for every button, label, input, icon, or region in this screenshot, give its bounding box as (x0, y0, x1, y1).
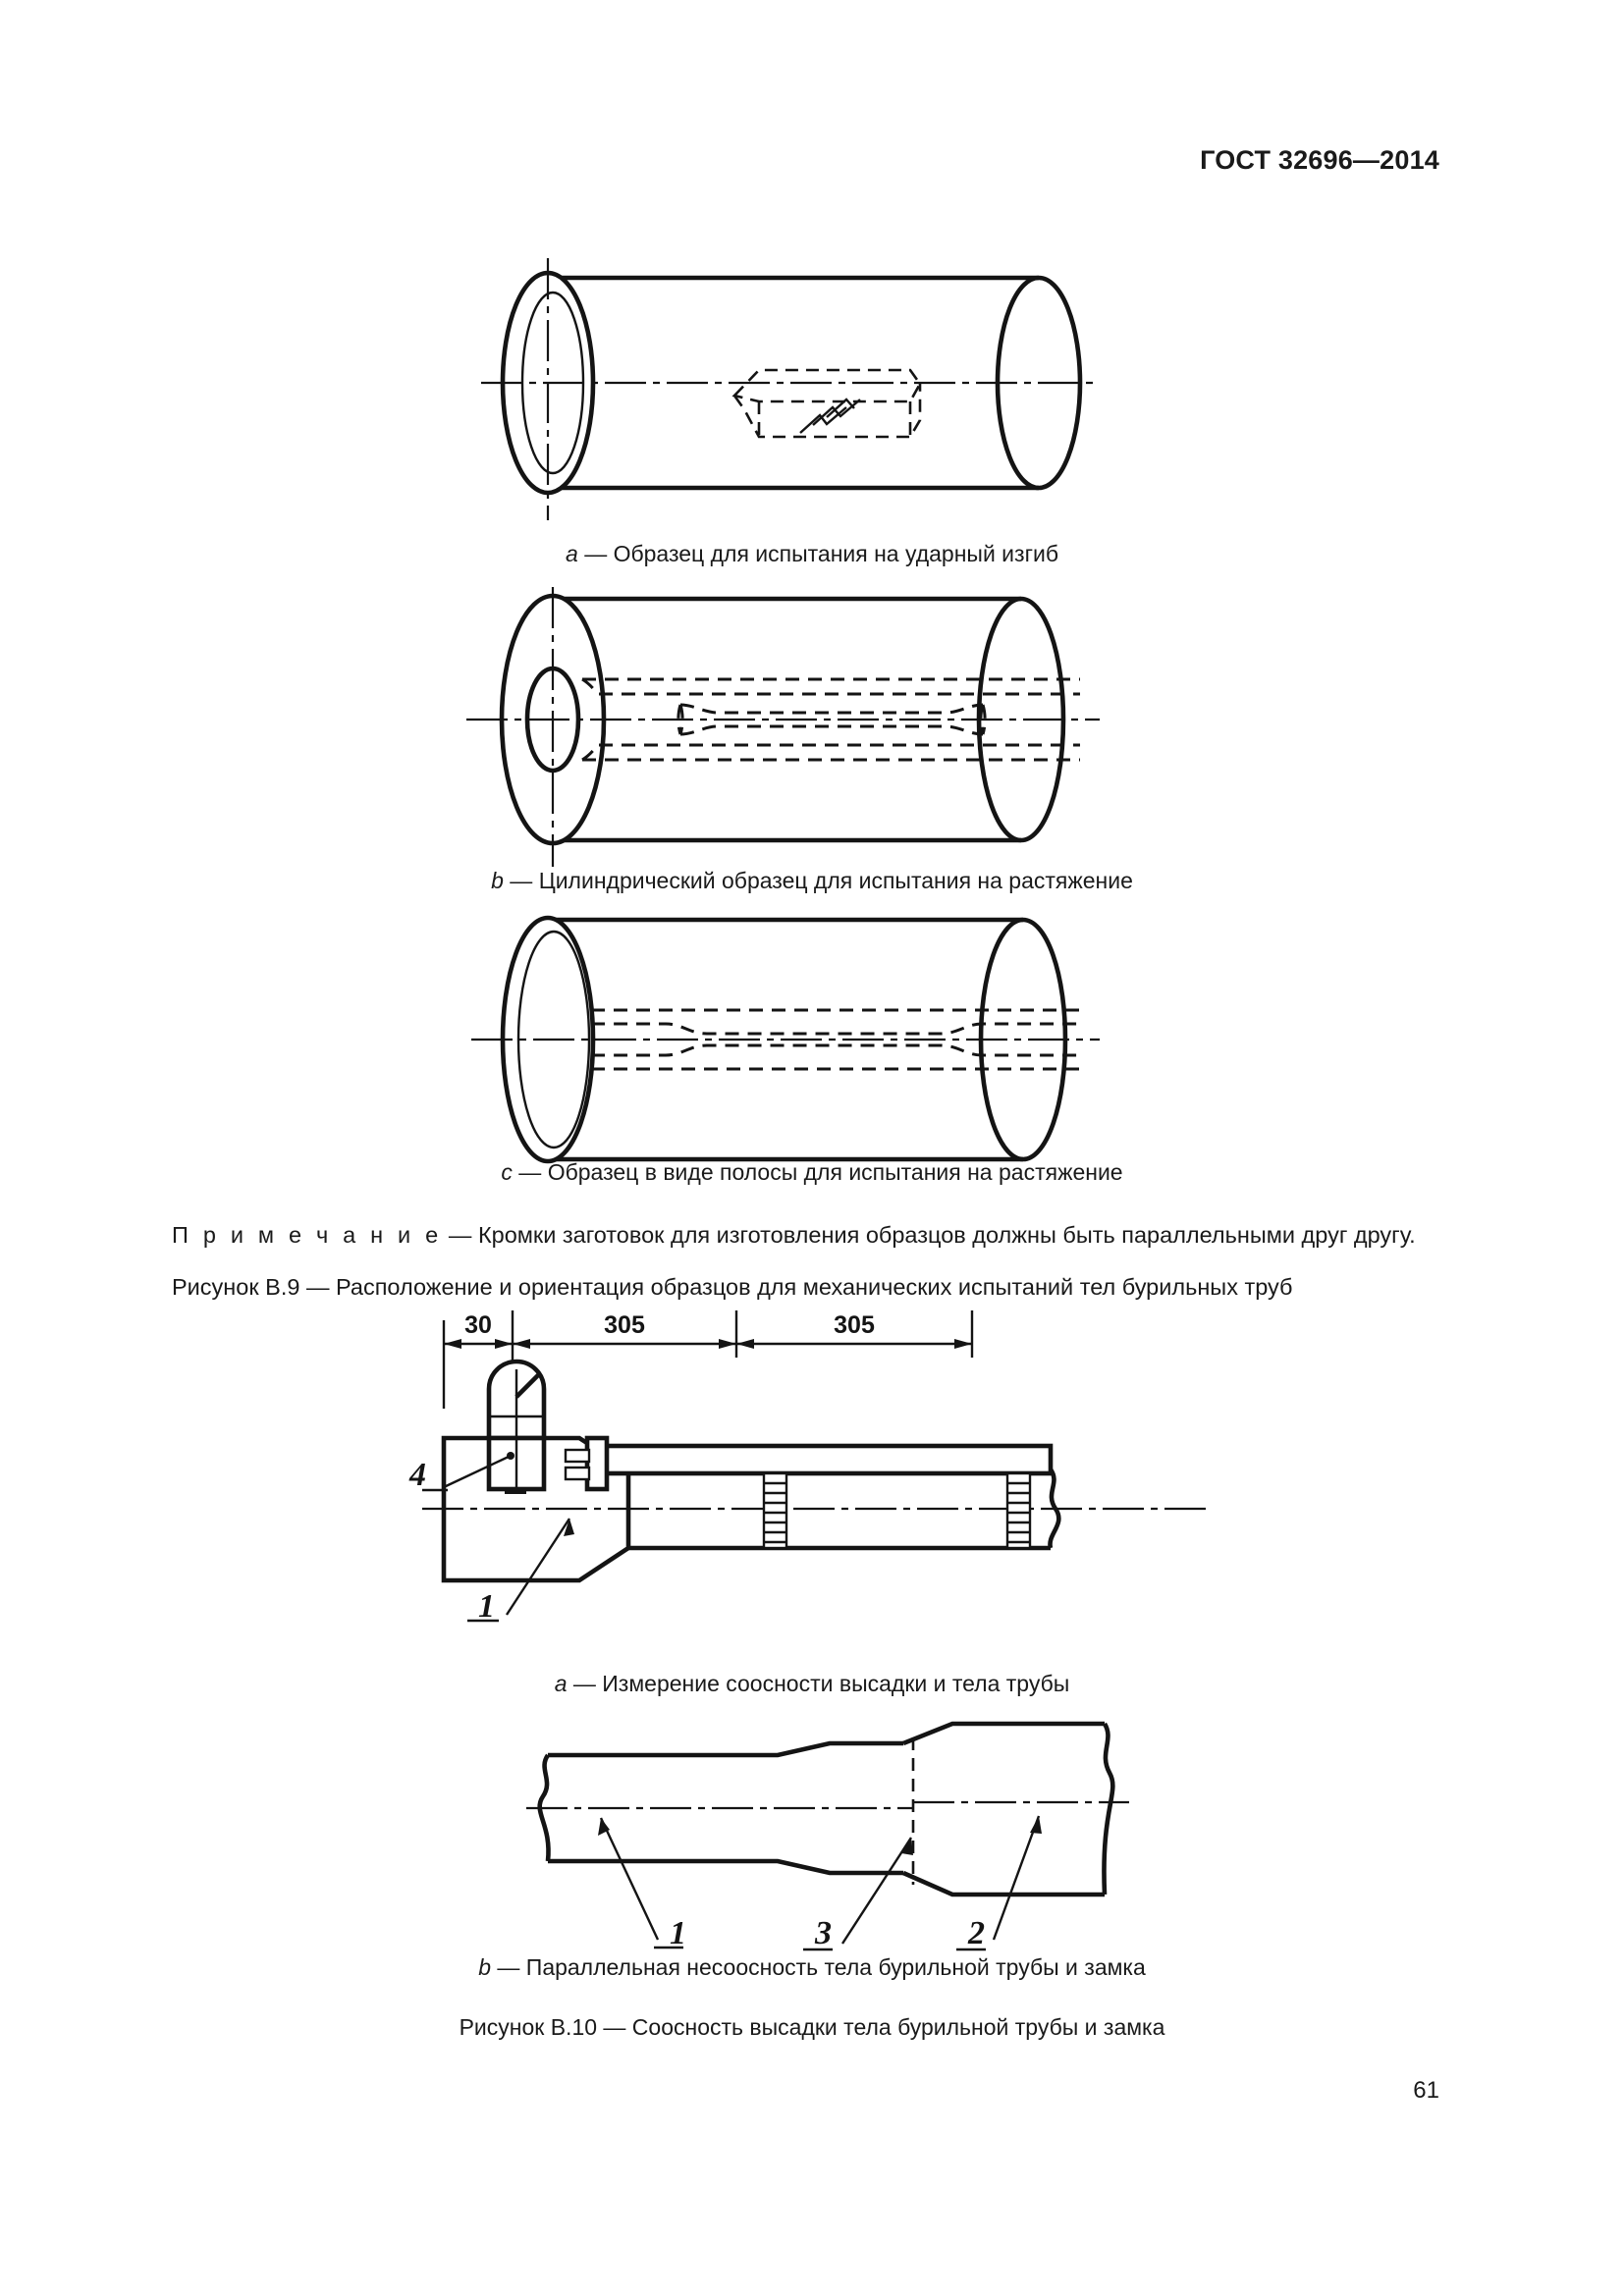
figure-b9-specimen-c-drawing (471, 908, 1100, 1188)
figure-b9-specimen-a-drawing (481, 240, 1100, 525)
caption-c-letter: c (501, 1159, 513, 1185)
caption-b10-a-text: Измерение соосности высадки и тела трубы (602, 1671, 1070, 1696)
figure-b9-caption-c: c — Образец в виде полосы для испытания … (0, 1159, 1624, 1186)
dimension-30: 30 (464, 1311, 492, 1339)
caption-b-dash: — (510, 868, 533, 893)
caption-c-dash: — (518, 1159, 542, 1185)
page-number: 61 (1413, 2077, 1439, 2104)
figure-b10-view-a-drawing: 30 305 305 (408, 1301, 1208, 1654)
note-text: Кромки заготовок для изготовления образц… (477, 1222, 1416, 1248)
caption-b10-a-dash: — (572, 1671, 596, 1696)
callout-1-b: 1 (670, 1915, 686, 1951)
figure-b9-specimen-b-drawing (466, 587, 1100, 869)
standard-header: ГОСТ 32696—2014 (1200, 145, 1439, 175)
caption-a-letter: a (566, 541, 578, 566)
caption-b10-b-dash: — (497, 1954, 520, 1980)
note-label: П р и м е ч а н и е (172, 1222, 443, 1248)
figure-b10-caption-a: a — Измерение соосности высадки и тела т… (0, 1671, 1624, 1697)
note-dash: — (448, 1222, 472, 1248)
caption-b-letter: b (491, 868, 504, 893)
caption-b-text: Цилиндрический образец для испытания на … (538, 868, 1133, 893)
caption-b10-b-text: Параллельная несоосность тела бурильной … (525, 1954, 1146, 1980)
dimension-305-2: 305 (834, 1311, 875, 1339)
figure-b10-title: Рисунок В.10 — Соосность высадки тела бу… (459, 2014, 1165, 2040)
caption-b10-b-letter: b (478, 1954, 491, 1980)
figure-b9-caption-a: a — Образец для испытания на ударный изг… (0, 541, 1624, 567)
caption-a-dash: — (584, 541, 608, 566)
callout-4: 4 (408, 1457, 426, 1493)
caption-a-text: Образец для испытания на ударный изгиб (613, 541, 1058, 566)
figure-b10-view-b-drawing: 1 3 2 (491, 1716, 1198, 1971)
figure-b9-title: Рисунок В.9 — Расположение и ориентация … (172, 1274, 1293, 1300)
figure-b9-caption-b: b — Цилиндрический образец для испытания… (0, 868, 1624, 894)
callout-1-a: 1 (478, 1588, 495, 1625)
figure-b10-caption-b: b — Параллельная несоосность тела буриль… (0, 1954, 1624, 1981)
dimension-305-1: 305 (604, 1311, 645, 1339)
note-paragraph: П р и м е ч а н и е — Кромки заготовок д… (172, 1222, 1448, 1249)
caption-c-text: Образец в виде полосы для испытания на р… (547, 1159, 1123, 1185)
callout-3: 3 (814, 1915, 832, 1951)
callout-2: 2 (967, 1915, 985, 1951)
caption-b10-a-letter: a (554, 1671, 568, 1696)
